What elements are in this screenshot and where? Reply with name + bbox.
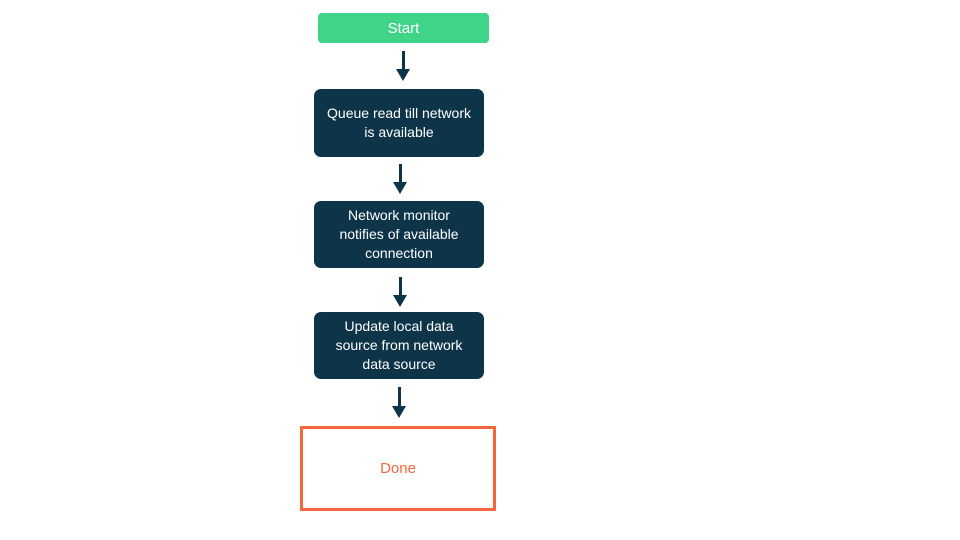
arrow-stem (398, 164, 402, 182)
arrow-stem (397, 387, 401, 406)
flow-node-done-label: Done (380, 460, 416, 477)
flow-arrow-step1-to-step2 (393, 164, 407, 194)
flow-arrow-step3-to-done (392, 387, 406, 418)
arrow-down-icon (393, 295, 407, 307)
flow-node-queue-read: Queue read till network is available (314, 89, 484, 157)
flow-node-start-label: Start (387, 19, 420, 37)
flow-node-start: Start (318, 13, 489, 43)
flow-arrow-start-to-step1 (396, 51, 410, 81)
arrow-down-icon (393, 182, 407, 194)
flow-node-queue-read-label: Queue read till network is available (327, 105, 471, 140)
flow-node-update-local-data-label: Update local data source from network da… (335, 318, 463, 372)
flow-arrow-step2-to-step3 (393, 277, 407, 307)
flow-node-done: Done (300, 426, 496, 511)
flow-node-network-monitor-label: Network monitor notifies of available co… (339, 207, 459, 261)
flow-node-network-monitor: Network monitor notifies of available co… (314, 201, 484, 268)
arrow-down-icon (396, 69, 410, 81)
arrow-stem (401, 51, 405, 69)
arrow-stem (398, 277, 402, 295)
flow-node-update-local-data: Update local data source from network da… (314, 312, 484, 379)
arrow-down-icon (392, 406, 406, 418)
